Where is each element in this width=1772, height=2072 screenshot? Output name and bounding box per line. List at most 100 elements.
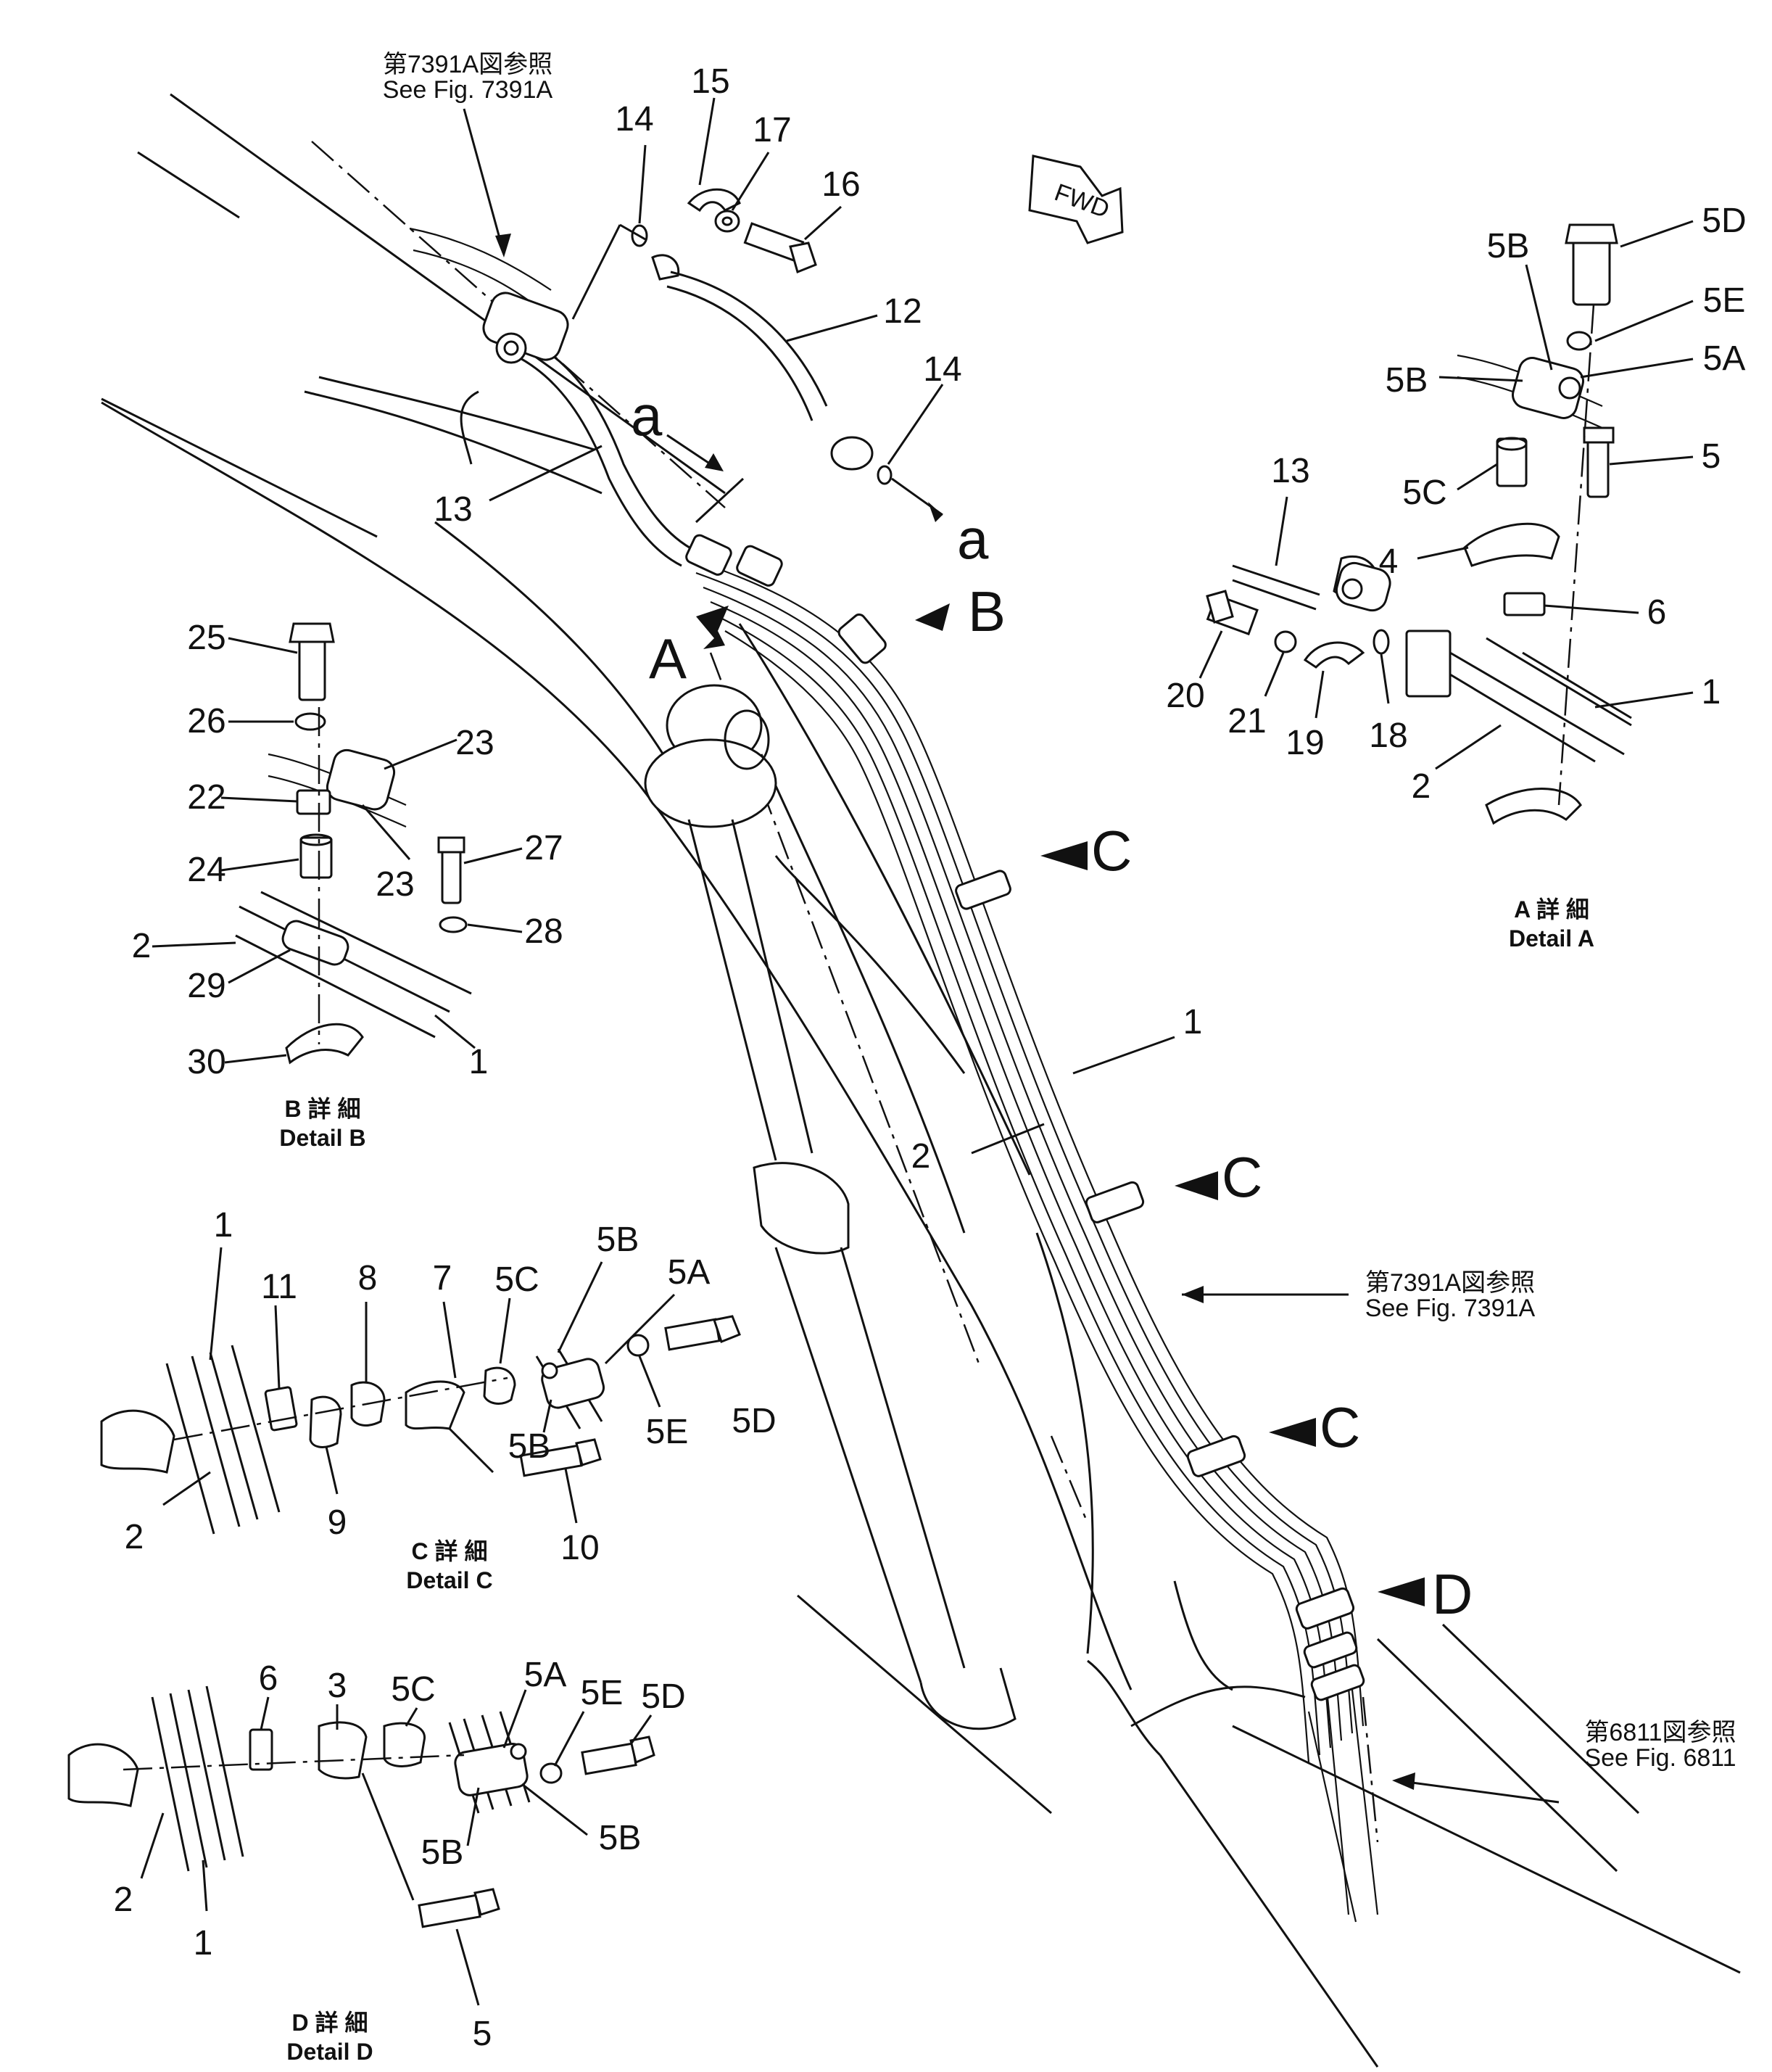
- detail-b-callout-22: 22: [187, 778, 225, 817]
- detail-c-callout-2: 2: [125, 1518, 144, 1556]
- callout-17: 17: [753, 111, 791, 149]
- detail-b-callouts: 25 26 23 22 23 24 27 28 2 29 1 30 B 詳 細 …: [132, 619, 563, 1151]
- detail-d-callout-3: 3: [328, 1667, 347, 1705]
- detail-c-callout-11: 11: [261, 1268, 297, 1306]
- detail-c-callout-5e: 5E: [646, 1413, 689, 1451]
- detail-d-callout-5c: 5C: [391, 1670, 435, 1709]
- detail-c-callout-1: 1: [214, 1206, 233, 1245]
- callout-14-top: 14: [615, 100, 653, 139]
- detail-b-callout-2: 2: [132, 927, 152, 965]
- detail-a-callout-13: 13: [1271, 452, 1309, 490]
- detail-d-callout-5b-right: 5B: [599, 1819, 642, 1857]
- detail-a-callout-21: 21: [1227, 702, 1266, 740]
- callout-13: 13: [434, 490, 472, 529]
- detail-c-callout-9: 9: [328, 1503, 347, 1542]
- detail-d-title-en: Detail D: [286, 2039, 373, 2065]
- detail-b-callout-23-top: 23: [455, 724, 494, 762]
- boom-cylinder: [644, 684, 1017, 1730]
- detail-a-callout-6: 6: [1647, 593, 1667, 632]
- detail-c-callout-7: 7: [433, 1259, 452, 1297]
- detail-d-callout-6: 6: [259, 1659, 278, 1698]
- detail-a-callout-5a: 5A: [1703, 339, 1746, 378]
- detail-b-drawing: [235, 622, 472, 1065]
- fwd-direction-arrow: FWD: [1028, 154, 1124, 244]
- detail-d-callout-5a: 5A: [524, 1656, 567, 1694]
- hose-bundle: [514, 339, 1379, 1923]
- detail-d-callout-5: 5: [473, 2015, 492, 2053]
- detail-c-callout-5b-bottom: 5B: [508, 1427, 551, 1466]
- detail-d-callout-5b-left: 5B: [421, 1833, 464, 1872]
- detail-d-title-jp: D 詳 細: [292, 2010, 368, 2036]
- detail-a-callout-19: 19: [1285, 724, 1324, 762]
- detail-c-callout-5b-top: 5B: [597, 1221, 639, 1259]
- view-letter-c-2: C: [1222, 1145, 1262, 1209]
- bolt-16: [743, 222, 817, 274]
- detail-a-callout-18: 18: [1369, 717, 1407, 755]
- detail-a-callout-1: 1: [1702, 673, 1721, 711]
- detail-b-callout-29: 29: [187, 967, 225, 1005]
- detail-b-callout-1: 1: [469, 1043, 489, 1081]
- callout-14-right: 14: [923, 350, 961, 389]
- view-letter-b: B: [968, 579, 1006, 643]
- main-exploded-parts: [571, 188, 943, 522]
- detail-d-callout-5d: 5D: [641, 1677, 685, 1716]
- detail-b-callout-23-bottom: 23: [376, 865, 414, 904]
- ref-mid-right-jp: 第7391A図参照: [1365, 1269, 1535, 1297]
- detail-b-callout-25: 25: [187, 619, 225, 657]
- detail-c-callouts: 1 11 8 7 5C 5B 5A 5B 5E 5D 2 9 10 C 詳 細 …: [125, 1206, 777, 1593]
- detail-b-callout-26: 26: [187, 702, 225, 740]
- callout-2: 2: [911, 1137, 931, 1176]
- detail-a-callout-5d: 5D: [1702, 202, 1746, 240]
- clamps-on-hose: [685, 534, 1365, 1701]
- ref-mid-right-en: See Fig. 7391A: [1365, 1295, 1536, 1322]
- detail-b-callout-30: 30: [187, 1043, 225, 1081]
- detail-c-title-jp: C 詳 細: [412, 1538, 488, 1564]
- detail-d-callout-5e: 5E: [581, 1674, 624, 1712]
- detail-a-callouts: 5D 5B 5E 5B 5A 5C 5 13 4 6 20 21 19 18 1…: [1166, 202, 1746, 952]
- detail-d-callout-1: 1: [194, 1924, 213, 1962]
- view-letter-c-3: C: [1320, 1395, 1360, 1459]
- detail-a-callout-2: 2: [1412, 767, 1431, 806]
- detail-b-title-en: Detail B: [279, 1125, 365, 1151]
- ref-top-left-en: See Fig. 7391A: [383, 76, 553, 104]
- top-fitting-assembly: [304, 227, 603, 495]
- detail-b-title-jp: B 詳 細: [285, 1096, 361, 1122]
- view-letter-a: A: [649, 627, 687, 690]
- view-letter-c-1: C: [1091, 819, 1132, 883]
- view-arrows: [696, 603, 1425, 1606]
- section-mark-a-1: a: [631, 384, 663, 447]
- detail-a-callout-5e: 5E: [1703, 281, 1746, 320]
- section-markers: [666, 434, 745, 524]
- callout-1: 1: [1183, 1003, 1203, 1041]
- detail-c-callout-8: 8: [358, 1259, 378, 1297]
- ref-bottom-right-jp: 第6811図参照: [1584, 1719, 1736, 1746]
- view-letters: A B C C C D a a: [631, 384, 1473, 1626]
- view-letter-d: D: [1432, 1562, 1473, 1626]
- detail-a-callout-5b-top: 5B: [1487, 227, 1530, 265]
- main-callouts: 14 15 17 16 12 14 13 1 2: [434, 62, 1202, 1176]
- detail-a-callout-4: 4: [1379, 542, 1399, 581]
- detail-a-title-en: Detail A: [1509, 925, 1594, 952]
- callout-16: 16: [821, 165, 860, 204]
- detail-d-callouts: 6 3 5C 5A 5E 5D 5B 5B 2 1 5 D 詳 細 Detail…: [114, 1656, 686, 2065]
- detail-b-callout-27: 27: [524, 829, 563, 867]
- callout-15: 15: [691, 62, 729, 101]
- detail-a-callout-5: 5: [1702, 437, 1721, 476]
- detail-b-callout-24: 24: [187, 851, 225, 889]
- callout-12: 12: [883, 292, 922, 331]
- reference-labels: 第7391A図参照 See Fig. 7391A 第7391A図参照 See F…: [383, 51, 1736, 1772]
- detail-c-drawing: [100, 1315, 741, 1535]
- ref-bottom-right-en: See Fig. 6811: [1584, 1744, 1736, 1772]
- detail-b-callout-28: 28: [524, 912, 563, 951]
- detail-c-title-en: Detail C: [406, 1567, 492, 1593]
- detail-c-callout-5d: 5D: [732, 1402, 776, 1440]
- detail-a-title-jp: A 詳 細: [1514, 896, 1589, 923]
- section-mark-a-2: a: [957, 507, 989, 571]
- detail-c-callout-10: 10: [560, 1529, 599, 1567]
- detail-d-drawing: [67, 1685, 655, 1928]
- ref-top-left-jp: 第7391A図参照: [383, 51, 552, 78]
- detail-c-callout-5a: 5A: [668, 1253, 711, 1292]
- detail-a-drawing: [1206, 223, 1632, 825]
- detail-a-callout-5c: 5C: [1402, 474, 1446, 512]
